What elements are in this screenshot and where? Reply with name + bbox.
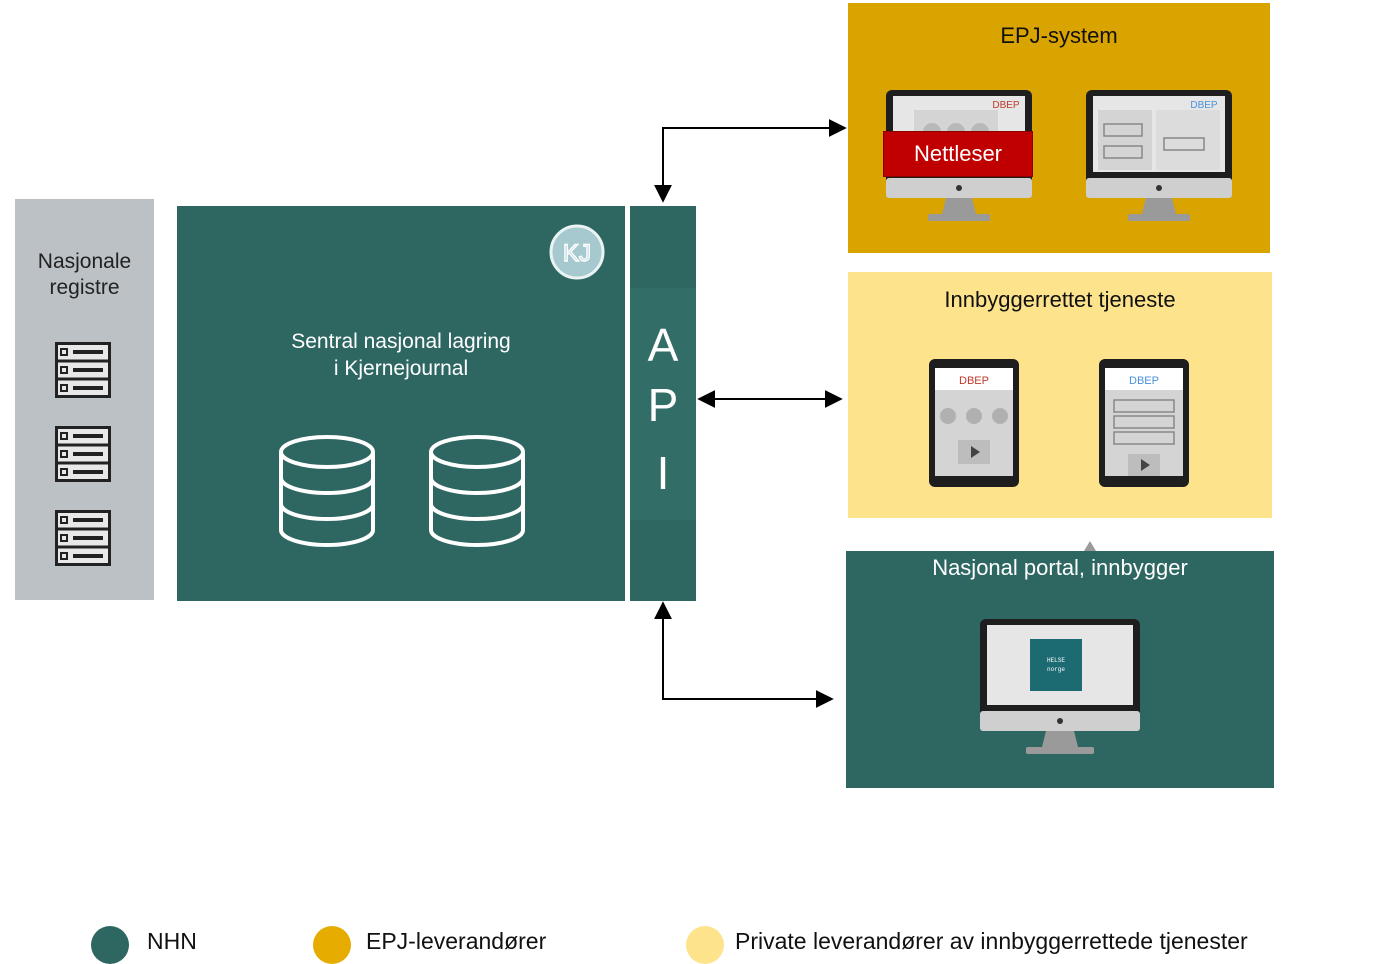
legend-label-epj: EPJ-leverandører xyxy=(366,928,547,954)
sentral-title-line2: i Kjernejournal xyxy=(333,357,469,380)
registre-title-line1: Nasjonale xyxy=(37,250,132,273)
svg-text:DBEP: DBEP xyxy=(992,100,1020,111)
registre-title: Nasjonale registre xyxy=(15,249,154,301)
registre-title-line2: registre xyxy=(49,276,120,299)
arrow-api-portal xyxy=(654,601,834,708)
epj-title: EPJ-system xyxy=(1000,23,1118,48)
svg-text:DBEP: DBEP xyxy=(959,375,989,387)
portal-title: Nasjonal portal, innbygger xyxy=(932,555,1188,580)
nasjonale-registre-panel: Nasjonale registre xyxy=(15,199,154,600)
legend-dot-nhn xyxy=(91,926,129,964)
nasjonal-portal-panel: Nasjonal portal, innbygger HELSE norge xyxy=(846,551,1274,788)
innbygger-title: Innbyggerrettet tjeneste xyxy=(944,287,1176,312)
api-panel: A P I xyxy=(630,206,696,601)
innbyggerrettet-panel: Innbyggerrettet tjeneste DBEP DBEP xyxy=(848,272,1272,518)
api-letter-p: P xyxy=(647,379,679,431)
epj-system-panel: EPJ-system DBEP Nettleser DBEP xyxy=(848,3,1270,253)
small-up-arrow-icon xyxy=(1084,541,1096,551)
svg-text:KJ: KJ xyxy=(563,240,591,267)
api-inner xyxy=(630,288,696,520)
server-icon xyxy=(55,342,111,398)
svg-text:HELSE: HELSE xyxy=(1047,657,1065,664)
api-letter-i: I xyxy=(656,447,670,499)
sentral-lagring-panel: KJ Sentral nasjonal lagring i Kjernejour… xyxy=(177,206,625,601)
desktop-monitor-icon: DBEP xyxy=(1086,90,1232,221)
api-letter-a: A xyxy=(647,319,679,371)
legend-dot-private xyxy=(686,926,724,964)
tablet-icon: DBEP xyxy=(929,359,1019,487)
server-icon xyxy=(55,426,111,482)
legend-label-private: Private leverandører av innbyggerrettede… xyxy=(735,928,1248,954)
kjernejournal-logo-icon: KJ xyxy=(549,224,605,280)
arrow-api-epj xyxy=(654,119,847,203)
desktop-monitor-icon: HELSE norge xyxy=(980,619,1140,754)
svg-text:DBEP: DBEP xyxy=(1129,375,1159,387)
sentral-title-line1: Sentral nasjonal lagring xyxy=(291,330,511,353)
server-icon xyxy=(55,510,111,566)
database-icon xyxy=(279,435,375,548)
database-icon xyxy=(429,435,525,548)
legend-dot-epj xyxy=(313,926,351,964)
legend-label-nhn: NHN xyxy=(147,928,197,954)
nettleser-badge: Nettleser xyxy=(884,132,1032,176)
svg-text:norge: norge xyxy=(1047,666,1065,673)
tablet-icon: DBEP xyxy=(1099,359,1189,487)
svg-text:DBEP: DBEP xyxy=(1190,100,1218,111)
sentral-title: Sentral nasjonal lagring i Kjernejournal xyxy=(177,328,625,382)
